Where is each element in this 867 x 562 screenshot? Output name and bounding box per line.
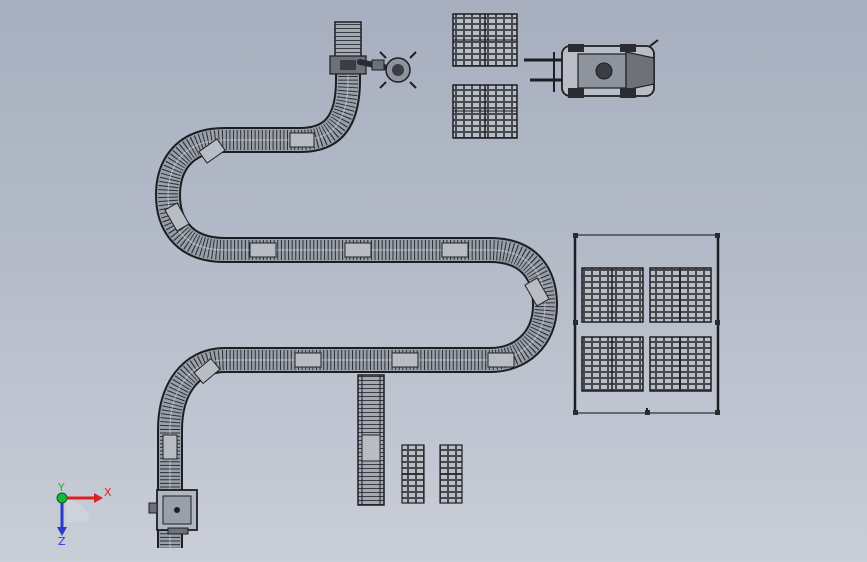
package <box>361 434 381 462</box>
rack-icon[interactable] <box>573 233 720 415</box>
robot-station[interactable] <box>329 21 417 89</box>
conveyor-packages <box>162 132 550 460</box>
forklift-icon[interactable] <box>524 39 659 98</box>
pallet-icon <box>452 13 518 67</box>
z-arrow-icon <box>57 527 67 536</box>
package <box>441 242 469 258</box>
x-axis-label: X <box>104 486 112 499</box>
pallet-icon <box>581 267 644 323</box>
package <box>487 352 515 368</box>
pallet-stacks-top[interactable] <box>452 13 518 139</box>
branch-conveyor[interactable] <box>357 374 385 506</box>
station-icon[interactable] <box>148 489 198 535</box>
x-arrow-icon <box>94 493 103 503</box>
package <box>162 434 178 460</box>
pallet-icon <box>581 336 644 392</box>
robot-arm-icon <box>357 51 417 89</box>
z-axis-label: Z <box>58 535 66 548</box>
y-axis-label: Y <box>57 481 65 494</box>
pallet-icon <box>452 84 518 139</box>
floor-pallets[interactable] <box>401 444 463 504</box>
main-conveyor[interactable] <box>155 22 558 548</box>
triad-plane-icon <box>66 499 90 522</box>
package <box>289 132 315 148</box>
package <box>524 277 550 307</box>
package <box>391 352 419 368</box>
package <box>164 202 190 232</box>
pallet-icon <box>649 267 712 323</box>
package <box>249 242 277 258</box>
axis-triad: X Y Z <box>56 481 112 548</box>
package <box>198 138 226 164</box>
y-axis-icon <box>56 492 68 504</box>
package <box>344 242 372 258</box>
package <box>294 352 322 368</box>
package <box>193 357 221 385</box>
pallet-icon <box>649 336 712 392</box>
